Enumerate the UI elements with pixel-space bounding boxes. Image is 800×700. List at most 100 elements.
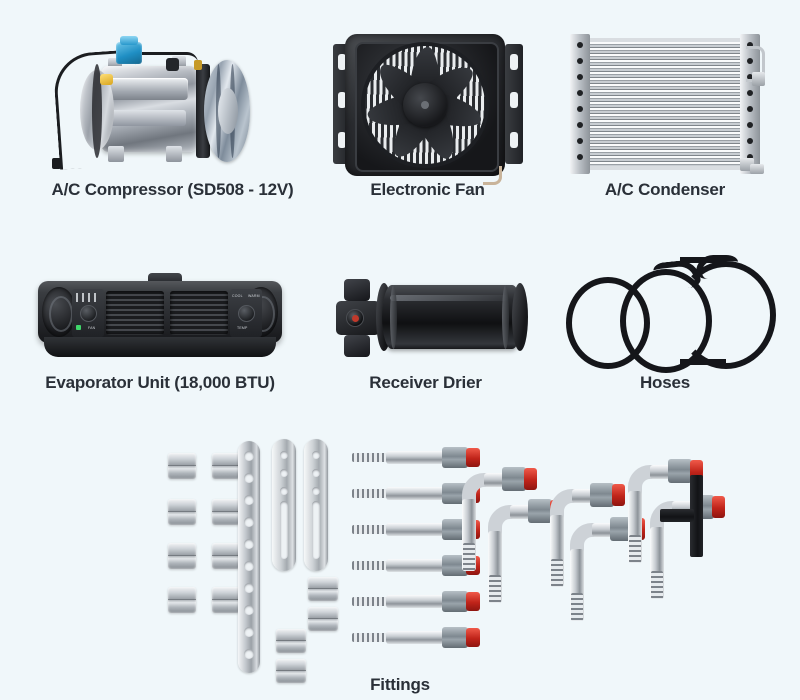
ferrule-icon [168,499,196,525]
bracket-hole-icon [244,473,254,483]
fitting-barb-icon [352,633,388,642]
fan-bracket-slot-icon [337,54,346,70]
receiver-drier-icon [316,263,536,373]
bracket-hole-icon [244,605,254,615]
evaporator-louver-vent-icon [170,291,228,335]
fitting-red-cap-icon [612,484,625,506]
temp-knob-label: TEMP [237,326,248,330]
compressor-wire-upper-icon [135,52,198,63]
condenser-rail-hole-icon [747,154,753,160]
product-cell-fittings[interactable]: Fittings [0,410,800,695]
fan-bracket-slot-icon [509,132,518,148]
bracket-hole-icon [244,495,254,505]
fan-bracket-slot-icon [337,132,346,148]
compressor-body-icon [99,66,198,152]
fitting-red-cap-icon [524,468,537,490]
product-cell-compressor[interactable]: A/C Compressor (SD508 - 12V) [0,0,345,200]
hoses-image [558,255,776,375]
condenser-rail-hole-icon [577,74,583,80]
bracket-hole-icon [312,487,320,495]
elbow-fitting-icon [488,493,563,603]
compressor-foot-icon [107,146,124,162]
bracket-hole-icon [244,517,254,527]
fitting-tube-icon [386,559,444,572]
product-cell-drier[interactable]: Receiver Drier [318,218,533,393]
fan-bracket-icon [504,44,523,164]
fitting-hex-nut-icon [590,483,614,507]
drier-sight-glass-icon [345,309,364,327]
temperature-knob[interactable] [238,305,255,322]
hose-end-icon [679,359,726,375]
fan-wire-icon [482,166,502,185]
evaporator-base-icon [44,337,276,357]
product-label-fittings: Fittings [370,675,430,694]
electronic-fan-image [332,30,523,185]
fitting-hex-nut-icon [442,519,468,540]
compressor-service-port-icon [115,36,142,64]
fitting-tube-icon [386,523,444,536]
fitting-tube-icon [386,487,444,500]
evaporator-unit-image: FAN COOL WARM TEMP [26,263,294,373]
condenser-rail-hole-icon [577,138,583,144]
ferrule-icon [212,543,240,569]
ferrule-icon [168,587,196,613]
temp-max-label: WARM [248,294,260,298]
fan-bracket-slot-icon [337,92,346,108]
condenser-rail-hole-icon [747,42,753,48]
evaporator-temp-control-panel: COOL WARM TEMP [230,289,262,337]
fitting-barb-icon [629,535,641,563]
bracket-hole-icon [312,469,320,477]
condenser-outlet-fitting-icon [750,164,764,174]
product-label-drier: Receiver Drier [369,373,482,392]
fitting-hex-nut-icon [442,447,468,468]
ferrule-icon [212,453,240,479]
electronic-fan-icon [332,30,523,185]
fitting-hex-nut-icon [528,499,552,523]
drier-port-icon [343,335,370,357]
product-label-condenser: A/C Condenser [604,180,726,199]
fitting-barb-icon [352,489,388,498]
condenser-rail-hole-icon [577,106,583,112]
compressor-oil-cap-icon [99,74,113,85]
slotted-bracket-icon [272,439,296,571]
condenser-rail-hole-icon [577,122,583,128]
drier-end-cap-icon [511,283,528,351]
product-label-hoses: Hoses [639,373,691,392]
product-label-compressor: A/C Compressor (SD508 - 12V) [51,180,294,199]
fittings-icon [20,425,780,683]
fan-speed-knob[interactable] [80,305,97,322]
t-bracket-arm-icon [660,509,694,522]
elbow-fitting-icon [550,477,625,587]
fitting-red-cap-icon [466,628,480,647]
condenser-rail-hole-icon [747,122,753,128]
product-cell-fan[interactable]: Electronic Fan [325,0,530,200]
product-cell-hoses[interactable]: Hoses [540,218,790,393]
condenser-core-icon [588,38,740,170]
bracket-hole-icon [280,469,288,477]
condenser-rail-hole-icon [577,58,583,64]
condenser-inlet-fitting-icon [752,72,765,86]
fan-bracket-slot-icon [509,54,518,70]
fitting-tube-icon [386,631,444,644]
t-bracket-stem-icon [690,475,703,557]
fitting-hex-nut-icon [668,459,692,483]
fitting-barb-icon [352,525,388,534]
bracket-hole-icon [244,583,254,593]
product-label-evaporator: Evaporator Unit (18,000 BTU) [45,373,275,392]
condenser-rail-hole-icon [747,106,753,112]
hose-end-icon [679,257,726,273]
compressor-wire-connector-icon [51,158,61,169]
evaporator-fan-control-panel: FAN [72,289,104,337]
fitting-barb-icon [651,571,663,599]
evaporator-side-vent-icon [42,287,76,337]
slotted-bracket-icon [304,439,328,571]
ferrule-icon [276,629,306,653]
fittings-image [20,425,780,683]
compressor-terminal-icon [193,60,202,70]
power-led-icon [76,325,81,330]
ac-compressor-image [48,30,298,180]
product-cell-evaporator[interactable]: FAN COOL WARM TEMP Evaporator Unit (18,0… [0,218,320,393]
fitting-hex-nut-icon [442,627,468,648]
condenser-rail-hole-icon [747,90,753,96]
product-cell-condenser[interactable]: A/C Condenser [540,0,790,200]
